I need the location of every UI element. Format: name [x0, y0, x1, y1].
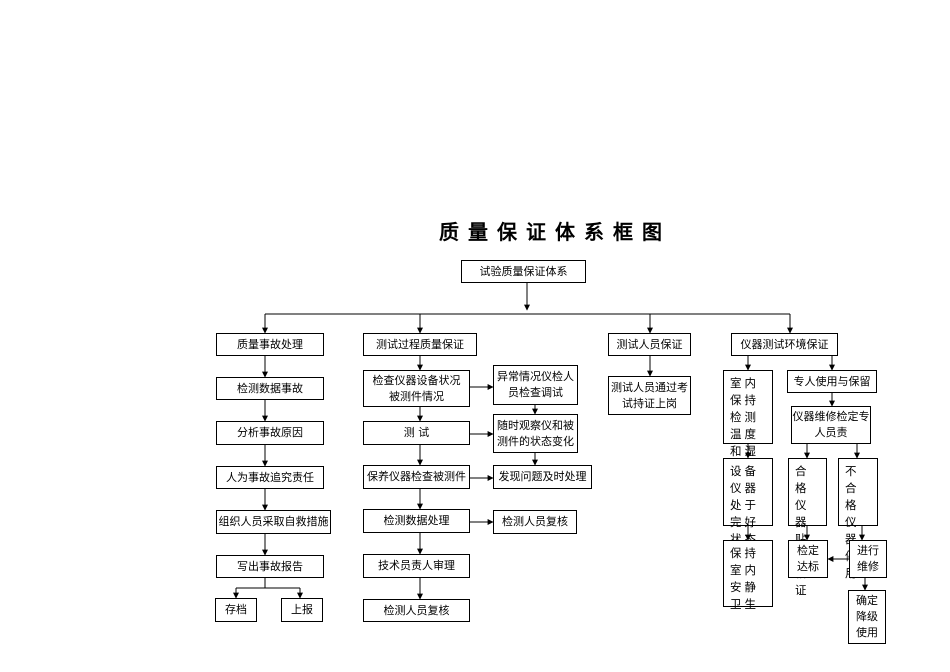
process-side-3: 发现问题及时处理	[493, 465, 592, 489]
instrument-right-top: 专人使用与保留	[787, 370, 877, 393]
accident-step-1: 检测数据事故	[216, 377, 324, 400]
accident-step-2: 分析事故原因	[216, 421, 324, 445]
accident-step-5: 写出事故报告	[216, 555, 324, 578]
root-node: 试验质量保证体系	[461, 260, 586, 283]
instrument-qualified: 合格仪器贴合格证	[788, 458, 827, 597]
instrument-repair: 进行 维修	[849, 540, 887, 578]
instrument-left-3: 保持室内安静卫生	[723, 540, 773, 611]
process-step-6: 检测人员复核	[363, 599, 470, 622]
process-step-5: 技术员责人审理	[363, 554, 470, 578]
process-side-2: 随时观察仪和被 测件的状态变化	[493, 414, 578, 453]
instrument-downgrade: 确定 降级 使用	[848, 590, 886, 644]
head-personnel: 测试人员保证	[608, 333, 691, 356]
instrument-calibrate: 检定 达标	[788, 540, 828, 578]
process-step-3: 保养仪器检查被测件	[363, 465, 470, 489]
head-instrument: 仪器测试环境保证	[731, 333, 838, 356]
instrument-left-1: 室内保持检测温度和湿度	[723, 370, 773, 475]
process-step-2: 测 试	[363, 421, 470, 445]
diagram-title: 质量保证体系框图	[439, 220, 671, 244]
process-side-1: 异常情况仪检人 员检查调试	[493, 365, 578, 405]
process-step-1: 检查仪器设备状况 被测件情况	[363, 370, 470, 407]
process-step-4: 检测数据处理	[363, 509, 470, 533]
process-side-4: 检测人员复核	[493, 510, 577, 534]
instrument-unqualified: 不合格仪器停用	[838, 458, 878, 580]
accident-leaf-report: 上报	[281, 598, 323, 622]
accident-step-4: 组织人员采取自救措施	[216, 510, 331, 534]
head-process: 测试过程质量保证	[363, 333, 477, 356]
accident-step-3: 人为事故追究责任	[216, 466, 324, 489]
instrument-right-mid: 仪器维修检定专 人员责	[791, 406, 871, 444]
head-accident: 质量事故处理	[216, 333, 324, 356]
personnel-step-1: 测试人员通过考 试持证上岗	[608, 376, 691, 415]
instrument-left-2: 设备仪器处于完好状态	[723, 458, 773, 546]
accident-leaf-archive: 存档	[215, 598, 257, 622]
